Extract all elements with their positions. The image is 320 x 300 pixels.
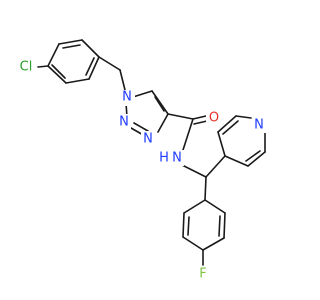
molecule-structure: Cl N N N O N H N F [15,39,267,282]
bond-ch-ph [204,176,207,201]
atom-n3: N [141,131,155,147]
atom-f-label: F [199,267,206,282]
atom-n2-label: N [119,115,129,130]
atom-cl: Cl [15,58,37,75]
bond-cl [37,65,49,68]
atom-n1-label: N [122,90,132,105]
bond-c-o-2 [193,120,208,125]
bond-ch2-ring [98,56,121,71]
structure-drawing: Cl N N N O N H N F [15,39,267,282]
chlorophenyl-ring [47,39,100,84]
pyridine-ring [217,115,266,167]
atom-n1: N [121,90,135,106]
atom-h: H [157,150,170,166]
atom-n3-label: N [143,132,153,147]
atom-f: F [196,266,210,282]
atom-n-pyridine: N [252,117,267,133]
atom-n-pyridine-label: N [254,118,264,133]
bond-ch2-n1 [119,69,126,91]
bond-c-carbonyl [167,113,194,120]
bond-c-o [192,115,207,120]
atom-h-label: H [159,151,169,166]
atom-cl-label: Cl [20,60,33,75]
bond-c-n [182,118,194,151]
atom-n2: N [117,114,131,130]
fluorophenyl-ring [182,199,226,251]
atom-nh: N [170,150,184,166]
atom-o: O [206,110,221,126]
atom-nh-label: N [172,151,182,166]
atom-o-label: O [209,111,219,126]
bond-ch-py [205,155,226,178]
bond-n-ch [181,164,207,178]
